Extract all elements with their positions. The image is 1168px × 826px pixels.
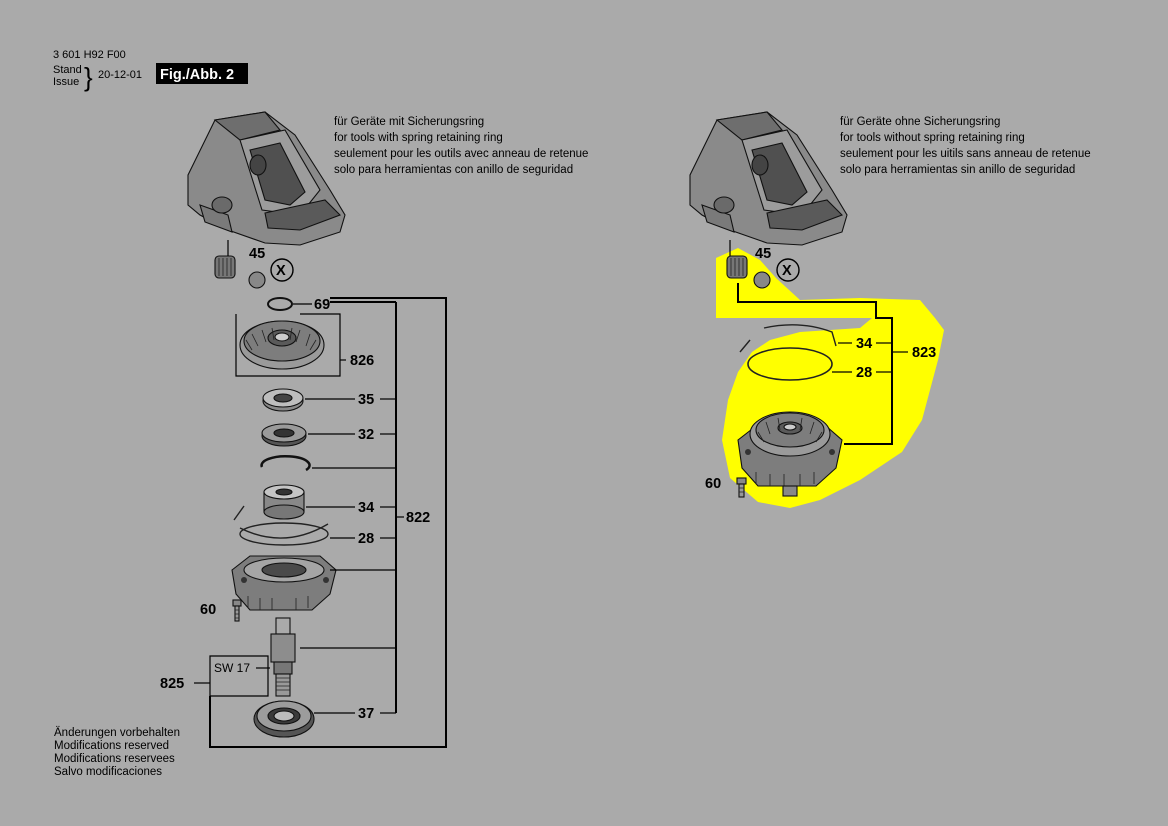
header: 3 601 H92 F00 Stand Issue } 20-12-01 Fig… — [53, 49, 248, 92]
left-description-en: for tools with spring retaining ring — [334, 132, 503, 144]
callout-left-825: 825 — [160, 676, 184, 692]
bracket-822 — [300, 301, 404, 714]
bearing-35-drawing — [262, 388, 304, 412]
footer-note-es: Salvo modificaciones — [54, 766, 162, 778]
figure-label-box — [156, 63, 248, 84]
gear-housing-drawing — [187, 111, 346, 246]
callout-right-34: 34 — [856, 336, 872, 352]
stand-label: Stand — [53, 64, 82, 76]
pinion-drawing — [214, 240, 236, 279]
right-description: für Geräte ohne Sicherungsring for tools… — [840, 116, 1091, 176]
figure-label: Fig./Abb. 2 — [160, 67, 234, 83]
spring-ring-28-drawing — [233, 505, 329, 546]
circlip-69-drawing — [267, 297, 293, 311]
part-number: 3 601 H92 F00 — [53, 49, 126, 61]
callout-left-28: 28 — [358, 531, 374, 547]
footer-notes: Änderungen vorbehalten Modifications res… — [54, 727, 180, 778]
right-description-de: für Geräte ohne Sicherungsring — [840, 116, 1000, 128]
retaining-ring-drawing — [260, 455, 311, 472]
brace-icon: } — [84, 62, 93, 92]
footer-note-de: Änderungen vorbehalten — [54, 727, 180, 739]
callout-left-34: 34 — [358, 500, 374, 516]
callout-left-69: 69 — [314, 297, 330, 313]
screw-60-drawing — [232, 599, 242, 622]
bearing-flange-drawing — [231, 555, 337, 611]
nut-45-drawing — [248, 271, 266, 289]
callout-left-60: 60 — [200, 602, 216, 618]
callout-left-822: 822 — [406, 510, 430, 526]
right-description-es: solo para herramientas sin anillo de seg… — [840, 164, 1075, 176]
callout-right-60: 60 — [705, 476, 721, 492]
outer-bracket — [209, 297, 447, 748]
footer-note-fr: Modifications reservees — [54, 753, 175, 765]
right-exploded-view: X 45 34 28 — [689, 111, 944, 508]
screw-60-right-drawing — [736, 477, 747, 498]
nut-45-right-drawing — [753, 271, 771, 289]
left-description-es: solo para herramientas con anillo de seg… — [334, 164, 573, 176]
callout-right-823: 823 — [912, 345, 936, 361]
bearing-34-drawing — [263, 484, 305, 520]
spanner-size-label: SW 17 — [214, 661, 250, 675]
part-x-circle — [270, 258, 294, 282]
gear-flange-assembly-drawing — [737, 411, 843, 497]
right-description-en: for tools without spring retaining ring — [840, 132, 1025, 144]
pinion-right-drawing — [726, 240, 748, 279]
spindle-825-drawing — [270, 617, 296, 697]
callout-right-45: 45 — [755, 246, 771, 262]
callout-left-x: X — [276, 263, 286, 279]
issue-label: Issue — [53, 76, 79, 88]
spring-ring-34-right-drawing — [763, 324, 837, 347]
issue-date: 20-12-01 — [98, 69, 142, 81]
callout-left-826: 826 — [350, 353, 374, 369]
right-description-fr: seulement pour les uitils sans anneau de… — [840, 148, 1091, 160]
callout-left-32: 32 — [358, 427, 374, 443]
bevel-gear-826-drawing — [239, 320, 325, 370]
callout-left-45: 45 — [249, 246, 265, 262]
part-x-right-circle — [776, 258, 800, 282]
gear-housing-right-drawing — [689, 111, 848, 246]
ball-bearing-37-drawing — [253, 700, 315, 738]
left-description-fr: seulement pour les outils avec anneau de… — [334, 148, 588, 160]
callout-right-x: X — [782, 263, 792, 279]
ring-28-right-drawing — [739, 339, 833, 381]
left-description: für Geräte mit Sicherungsring for tools … — [334, 116, 588, 176]
callout-left-35: 35 — [358, 392, 374, 408]
left-description-de: für Geräte mit Sicherungsring — [334, 116, 484, 128]
callout-left-37: 37 — [358, 706, 374, 722]
bracket-823 — [737, 283, 908, 445]
callout-right-28: 28 — [856, 365, 872, 381]
seal-32-drawing — [261, 423, 307, 447]
footer-note-en: Modifications reserved — [54, 740, 169, 752]
left-exploded-view: X 45 69 826 35 32 — [160, 111, 447, 748]
